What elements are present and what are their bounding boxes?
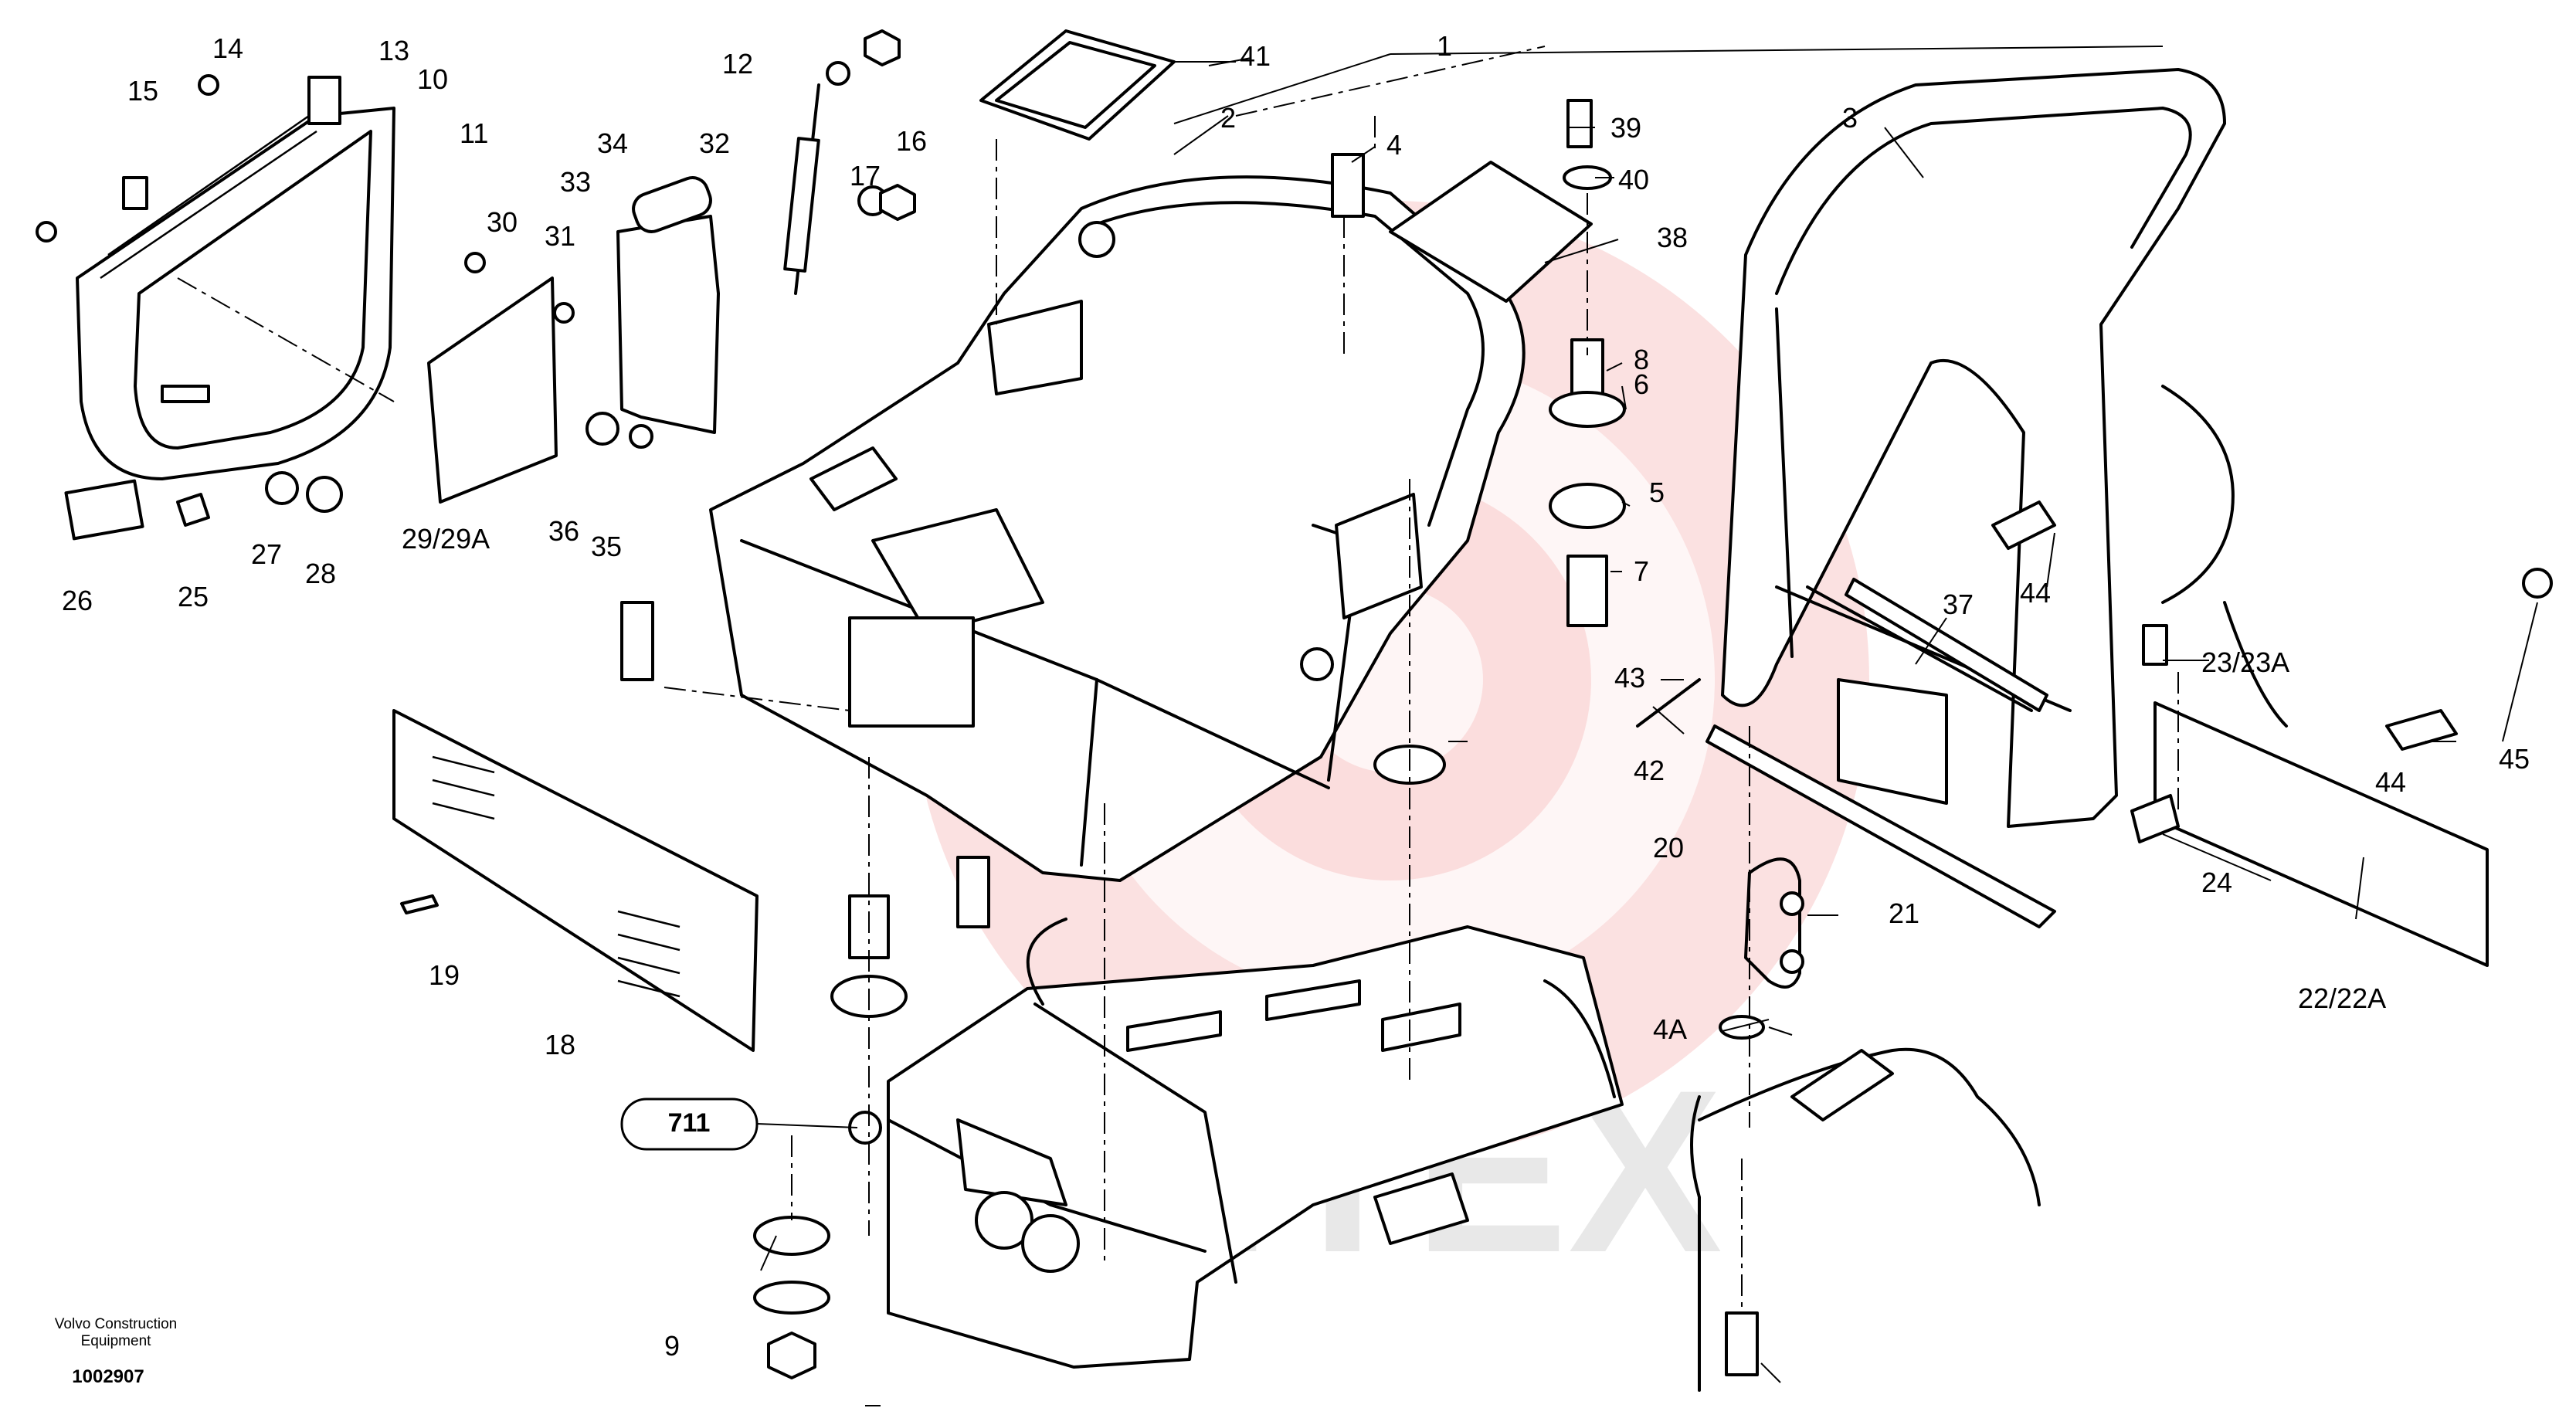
callout-12: 12	[722, 48, 753, 80]
callout-31: 31	[545, 220, 575, 252]
callout-45: 45	[2499, 743, 2530, 775]
callout-4: 4	[1386, 129, 1402, 161]
footer-drawing-number: 1002907	[72, 1366, 144, 1387]
callout-33: 33	[560, 166, 591, 198]
callout-1: 1	[1437, 30, 1452, 62]
louvered-panel	[392, 709, 759, 1052]
bolt-4-upper	[1331, 153, 1365, 218]
callout-7: 7	[1634, 555, 1649, 587]
callout-8: 8	[1634, 344, 1649, 375]
rail-strip	[1705, 701, 2489, 967]
callout-14: 14	[212, 32, 243, 64]
part-callouts: 1 2 3 4 4A 5 6 7 8 9 10 11 12 13 14 15 1…	[62, 30, 2530, 1362]
upper-frame-undercarriage	[848, 918, 1624, 1369]
gas-strut	[783, 29, 916, 295]
reference-box-label: 711	[668, 1108, 711, 1138]
reference-box-711: 711	[620, 1098, 759, 1151]
lower-frame-right	[1690, 1047, 2041, 1392]
callout-18: 18	[545, 1029, 575, 1060]
small-parts-right	[1636, 500, 2553, 843]
callout-43: 43	[1614, 662, 1645, 694]
callout-16: 16	[896, 125, 927, 157]
callout-19: 19	[429, 959, 460, 991]
callout-2: 2	[1220, 102, 1236, 134]
callout-13: 13	[378, 35, 409, 66]
side-panels	[427, 176, 720, 504]
callout-36: 36	[548, 515, 579, 547]
callout-9: 9	[664, 1330, 680, 1362]
mount-hardware-stack-right	[1373, 99, 1626, 785]
callout-32: 32	[699, 127, 730, 159]
callout-3: 3	[1842, 102, 1858, 134]
cab-frame-base	[709, 175, 1526, 882]
callout-39: 39	[1610, 112, 1641, 144]
callout-29-29A: 29/29A	[402, 523, 490, 555]
callout-6: 6	[1634, 368, 1649, 400]
mounting-plate	[1389, 161, 1593, 303]
callout-25: 25	[178, 581, 209, 612]
door-hardware	[36, 74, 343, 541]
callout-37: 37	[1943, 589, 1974, 620]
callout-38: 38	[1657, 222, 1688, 253]
callout-41: 41	[1240, 40, 1271, 72]
footer-company-line1: Volvo Construction	[55, 1316, 177, 1332]
callout-26: 26	[62, 585, 93, 616]
grab-handle	[1744, 857, 1804, 989]
callout-42: 42	[1634, 755, 1665, 786]
callout-28: 28	[305, 558, 336, 589]
cover-41	[979, 29, 1176, 141]
footer: Volvo Construction Equipment 1002907	[55, 1316, 177, 1387]
callout-11: 11	[460, 117, 488, 149]
callout-23-23A: 23/23A	[2201, 646, 2289, 678]
callout-15: 15	[127, 75, 158, 107]
callout-40: 40	[1618, 164, 1649, 195]
door-panel-assembly	[76, 76, 395, 480]
callout-34: 34	[597, 127, 628, 159]
callout-44-lower: 44	[2375, 766, 2406, 798]
callout-10: 10	[417, 63, 448, 95]
callout-21: 21	[1889, 897, 1919, 929]
callout-20: 20	[1653, 832, 1684, 863]
callout-5: 5	[1649, 477, 1665, 508]
callout-24: 24	[2201, 867, 2232, 898]
callout-17: 17	[850, 160, 881, 192]
callout-35: 35	[591, 531, 622, 562]
callout-22-22A: 22/22A	[2298, 982, 2386, 1014]
callout-44-upper: 44	[2020, 577, 2051, 609]
alignment-lines	[177, 46, 2179, 1313]
callout-27: 27	[251, 538, 282, 570]
lower-right-hardware	[1719, 1015, 1765, 1376]
leader-lines	[756, 46, 2538, 1406]
callout-30: 30	[487, 206, 518, 238]
callout-4A: 4A	[1653, 1013, 1687, 1045]
footer-company-line2: Equipment	[81, 1333, 152, 1349]
